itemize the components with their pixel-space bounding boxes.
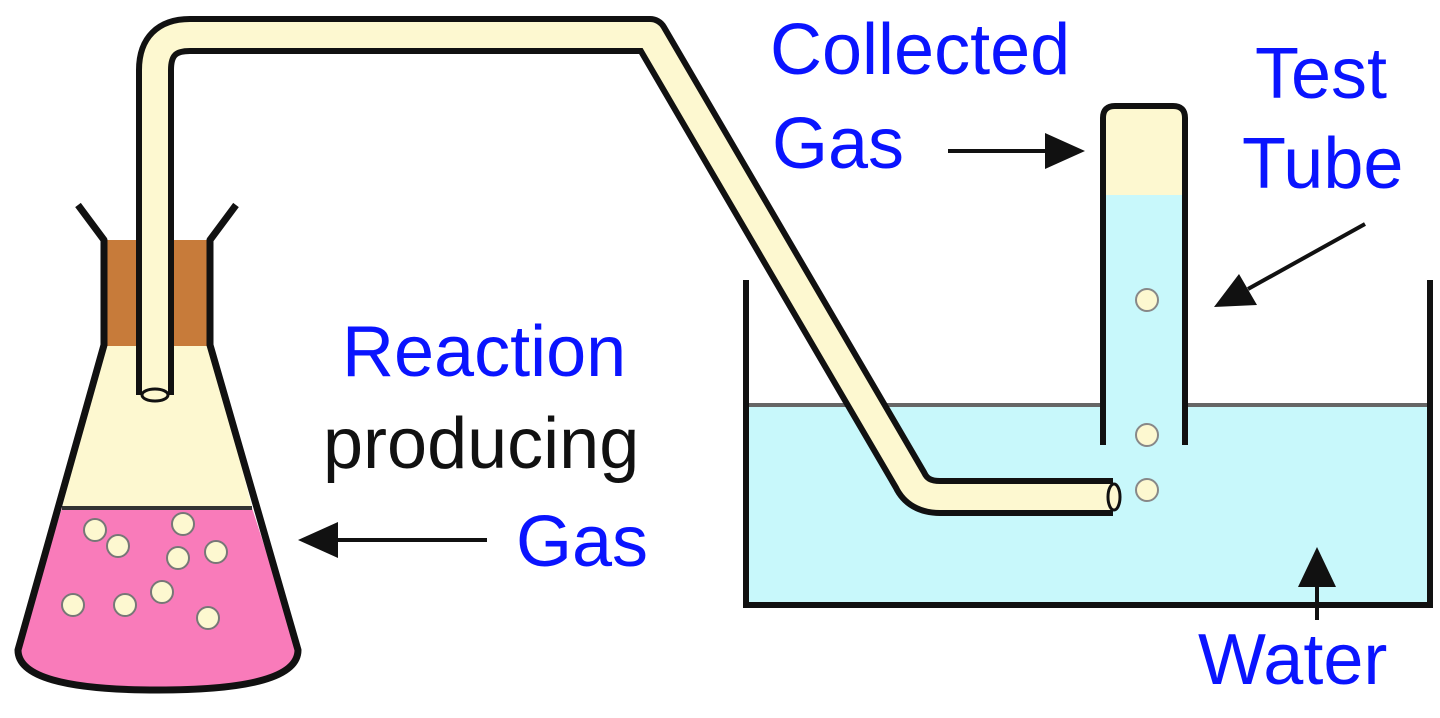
trough-walls [743, 280, 1433, 608]
label-collected-gas: Gas [772, 104, 905, 184]
test-tube-outline [1100, 103, 1188, 445]
bubble [1135, 288, 1159, 312]
bubble [1135, 478, 1159, 502]
water-arrowhead [1298, 547, 1336, 587]
test-tube [1100, 103, 1188, 502]
reaction-arrowhead [298, 522, 338, 558]
label-reaction: Reaction [342, 312, 627, 392]
water-trough [743, 280, 1433, 608]
test-tube-gas [1103, 106, 1185, 195]
label-producing: producing [323, 404, 640, 484]
delivery-tube-end [140, 387, 170, 403]
test-tube-arrowhead [1214, 274, 1257, 307]
bubble [83, 518, 107, 542]
label-collected: Collected [770, 10, 1071, 90]
bubble [113, 593, 137, 617]
delivery-tube-outlet [1106, 482, 1122, 512]
bubble [196, 606, 220, 630]
label-test: Test [1255, 34, 1388, 114]
delivery-tube [136, 16, 1122, 516]
bubble [106, 534, 130, 558]
bubble [150, 580, 174, 604]
test-tube-water [1103, 195, 1185, 445]
bubble [1135, 423, 1159, 447]
bubble [171, 512, 195, 536]
label-tube: Tube [1242, 124, 1404, 204]
delivery-tube-fill [142, 22, 1113, 510]
conical-flask [14, 202, 302, 694]
bubble [204, 540, 228, 564]
collected-gas-arrowhead [1045, 133, 1085, 169]
label-water: Water [1198, 620, 1388, 700]
flask-outline [14, 202, 302, 694]
arrows [298, 133, 1366, 620]
test-tube-arrow [1247, 222, 1366, 291]
bubble [61, 593, 85, 617]
flask-gas-space [62, 340, 252, 508]
bubble [166, 546, 190, 570]
label-gas: Gas [516, 502, 649, 582]
